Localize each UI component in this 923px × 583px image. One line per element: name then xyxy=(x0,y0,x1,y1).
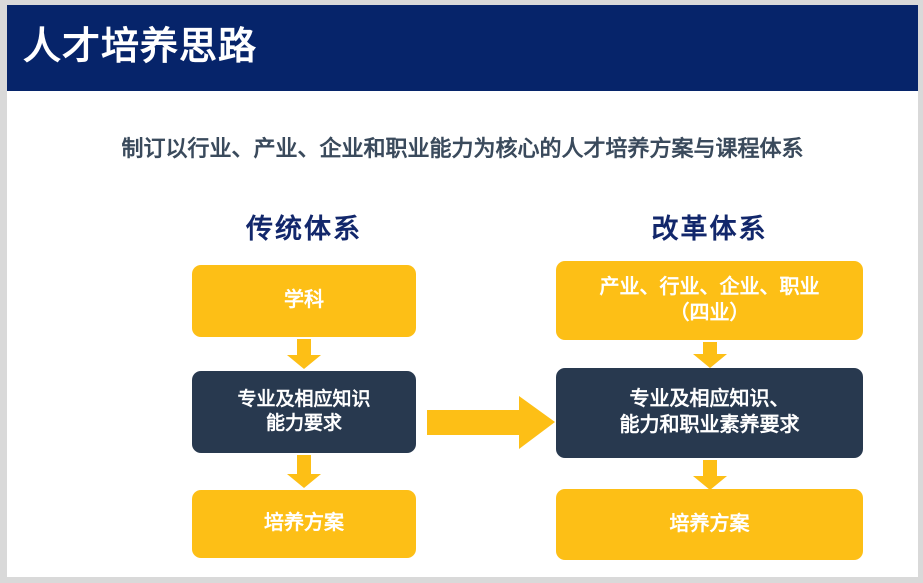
arrow-down-icon-left-2 xyxy=(287,455,321,488)
flow-box-left-1: 学科 xyxy=(192,265,416,337)
slide-header-bar xyxy=(7,5,918,91)
arrow-down-icon-left-1 xyxy=(287,339,321,369)
flow-box-right-1-line1: 产业、行业、企业、职业 xyxy=(599,275,820,298)
flow-box-left-2-line2: 能力要求 xyxy=(265,413,342,434)
column-heading-reform: 改革体系 xyxy=(651,214,768,244)
flow-box-right-2-line2: 能力和职业素养要求 xyxy=(619,414,800,436)
flow-box-right-2: 专业及相应知识、 能力和职业素养要求 xyxy=(556,368,863,458)
flow-box-left-2-line1: 专业及相应知识 xyxy=(237,388,371,410)
flow-box-right-3-label: 培养方案 xyxy=(669,512,750,535)
slide-subtitle: 制订以行业、产业、企业和职业能力为核心的人才培养方案与课程体系 xyxy=(121,136,804,161)
arrow-down-icon-right-1 xyxy=(693,342,727,368)
column-heading-traditional: 传统体系 xyxy=(246,214,362,244)
flow-box-left-3-label: 培养方案 xyxy=(264,512,344,535)
arrow-right-icon-transform xyxy=(427,396,555,449)
flow-box-right-3: 培养方案 xyxy=(556,489,863,560)
arrow-down-icon-right-2 xyxy=(693,460,727,490)
page-title: 人才培养思路 xyxy=(23,26,258,68)
flow-box-left-1-label: 学科 xyxy=(284,289,324,312)
flow-box-right-1: 产业、行业、企业、职业 （四业） xyxy=(556,261,863,340)
flow-box-left-3: 培养方案 xyxy=(192,490,416,558)
flow-box-right-1-line2: （四业） xyxy=(669,301,750,324)
flow-box-right-2-line1: 专业及相应知识、 xyxy=(629,388,790,411)
flow-box-left-2: 专业及相应知识 能力要求 xyxy=(192,371,416,453)
